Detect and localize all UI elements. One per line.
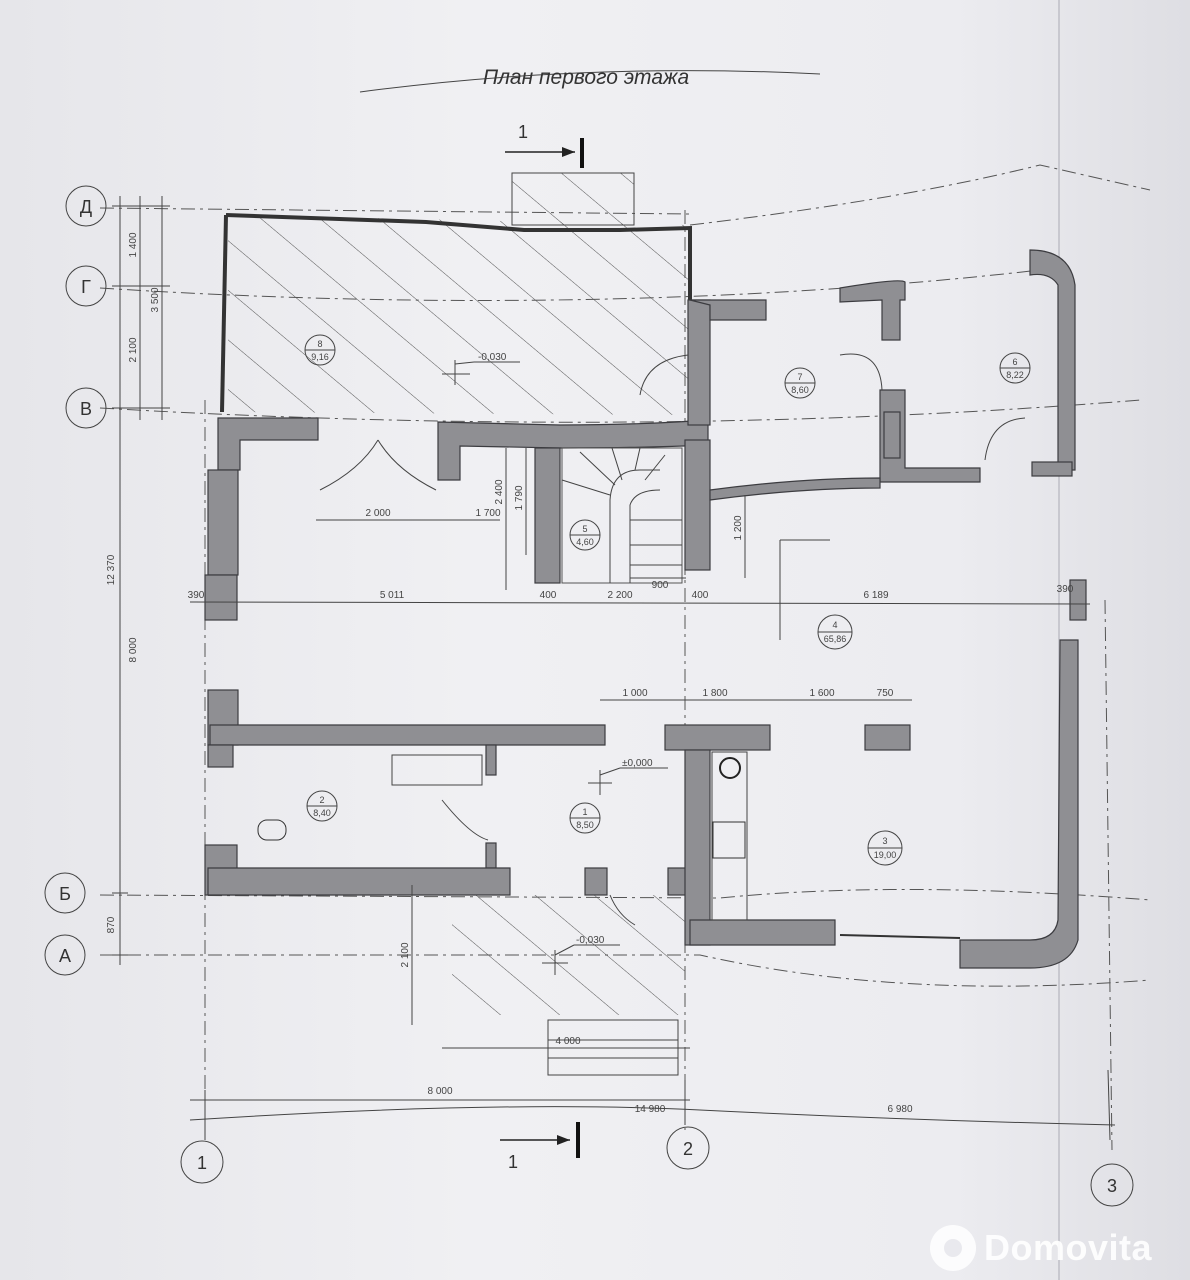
svg-text:4 000: 4 000 — [555, 1036, 580, 1047]
svg-text:6 980: 6 980 — [887, 1104, 912, 1115]
svg-text:6: 6 — [1012, 357, 1017, 367]
axis-bubble-2: 2 — [666, 1126, 710, 1170]
svg-text:3: 3 — [882, 836, 887, 846]
svg-text:2 100: 2 100 — [128, 337, 139, 362]
level-mark-porch: -0,030 — [542, 935, 620, 975]
title-underline — [359, 70, 821, 93]
axis-bubble-G: Г — [65, 265, 107, 307]
svg-text:А: А — [59, 946, 71, 966]
svg-text:8,40: 8,40 — [313, 808, 331, 818]
svg-text:8 000: 8 000 — [128, 637, 139, 662]
section-marker-top: 1 — [505, 122, 584, 168]
svg-text:±0,000: ±0,000 — [622, 758, 653, 769]
svg-text:6 189: 6 189 — [863, 590, 888, 601]
interior-dimensions: 2 000 1 700 2 400 1 790 1 200 900 390 5 … — [188, 448, 1091, 1049]
svg-text:900: 900 — [652, 580, 669, 591]
axis-bubble-D: Д — [65, 185, 107, 227]
svg-text:12 370: 12 370 — [106, 554, 117, 585]
svg-text:1 790: 1 790 — [514, 485, 525, 510]
room-label-8: 89,16 — [304, 334, 336, 366]
svg-text:390: 390 — [1057, 584, 1074, 595]
svg-text:4,60: 4,60 — [576, 537, 594, 547]
svg-text:-0,030: -0,030 — [576, 935, 605, 946]
svg-text:8,22: 8,22 — [1006, 370, 1024, 380]
axis-bubble-A: А — [44, 934, 86, 976]
svg-text:1 400: 1 400 — [128, 232, 139, 257]
fixtures — [257, 751, 748, 1076]
svg-text:750: 750 — [877, 688, 894, 699]
section-label-bottom: 1 — [508, 1152, 518, 1172]
doors — [319, 353, 1026, 926]
section-marker-bottom: 1 — [500, 1122, 580, 1172]
svg-text:8,60: 8,60 — [791, 385, 809, 395]
svg-text:1 800: 1 800 — [702, 688, 727, 699]
room-label-7: 78,60 — [784, 367, 816, 399]
svg-text:3: 3 — [1107, 1176, 1117, 1196]
svg-text:-0,030: -0,030 — [478, 352, 507, 363]
svg-text:7: 7 — [797, 372, 802, 382]
svg-text:Б: Б — [59, 884, 71, 904]
svg-text:Г: Г — [81, 277, 91, 297]
svg-text:2 200: 2 200 — [607, 590, 632, 601]
svg-text:400: 400 — [692, 590, 709, 601]
watermark-logo: Domovita — [930, 1225, 1180, 1275]
room-label-6: 68,22 — [999, 352, 1031, 384]
svg-text:В: В — [80, 399, 92, 419]
axis-bubble-1: 1 — [180, 1140, 224, 1184]
svg-text:1 200: 1 200 — [733, 515, 744, 540]
svg-text:1 600: 1 600 — [809, 688, 834, 699]
svg-text:19,00: 19,00 — [874, 850, 897, 860]
svg-text:8,50: 8,50 — [576, 820, 594, 830]
chimney-top — [511, 172, 635, 226]
left-dimensions: 1 400 2 100 3 500 12 370 8 000 870 — [106, 196, 170, 965]
room-label-3: 319,00 — [867, 830, 903, 866]
svg-text:2 000: 2 000 — [365, 508, 390, 519]
svg-text:1 000: 1 000 — [622, 688, 647, 699]
svg-text:2 100: 2 100 — [400, 942, 411, 967]
svg-text:8 000: 8 000 — [427, 1086, 452, 1097]
svg-text:5: 5 — [582, 524, 587, 534]
svg-text:2 400: 2 400 — [494, 479, 505, 504]
terrace-top-hatch — [228, 215, 688, 415]
axis-bubble-V: В — [65, 387, 107, 429]
level-mark-hall: ±0,000 — [588, 758, 668, 795]
staircase — [561, 447, 683, 584]
svg-text:870: 870 — [106, 916, 117, 933]
svg-text:1: 1 — [582, 807, 587, 817]
axis-bubble-B: Б — [44, 872, 86, 914]
room-label-5: 54,60 — [569, 519, 601, 551]
svg-text:14 980: 14 980 — [635, 1104, 666, 1115]
svg-text:4: 4 — [832, 620, 837, 630]
svg-text:9,16: 9,16 — [311, 352, 329, 362]
room-label-1: 18,50 — [569, 802, 601, 834]
plan-title: План первого этажа — [483, 66, 689, 89]
svg-text:2: 2 — [319, 795, 324, 805]
watermark-text: Domovita — [984, 1227, 1153, 1268]
porch-hatch — [452, 895, 685, 1015]
svg-text:2: 2 — [683, 1139, 693, 1159]
section-label-top: 1 — [518, 122, 528, 142]
svg-text:65,86: 65,86 — [824, 634, 847, 644]
svg-text:8: 8 — [317, 339, 322, 349]
svg-text:400: 400 — [540, 590, 557, 601]
bottom-dimensions: 8 000 14 980 6 980 — [189, 1069, 1116, 1141]
svg-text:5 011: 5 011 — [380, 590, 405, 601]
terrace-frame — [225, 213, 692, 300]
level-mark-terrace: -0,030 — [442, 352, 520, 385]
walls — [204, 249, 1087, 969]
svg-text:3 500: 3 500 — [150, 287, 161, 312]
svg-text:390: 390 — [188, 590, 205, 601]
axis-bubble-3: 3 — [1090, 1163, 1134, 1207]
room-label-4: 465,86 — [817, 614, 853, 650]
page-fold — [1058, 0, 1060, 1280]
watermark-logo-icon — [930, 1225, 976, 1271]
svg-text:1: 1 — [197, 1153, 207, 1173]
svg-text:1 700: 1 700 — [475, 508, 500, 519]
room-label-2: 28,40 — [306, 790, 338, 822]
svg-text:Д: Д — [80, 197, 92, 217]
